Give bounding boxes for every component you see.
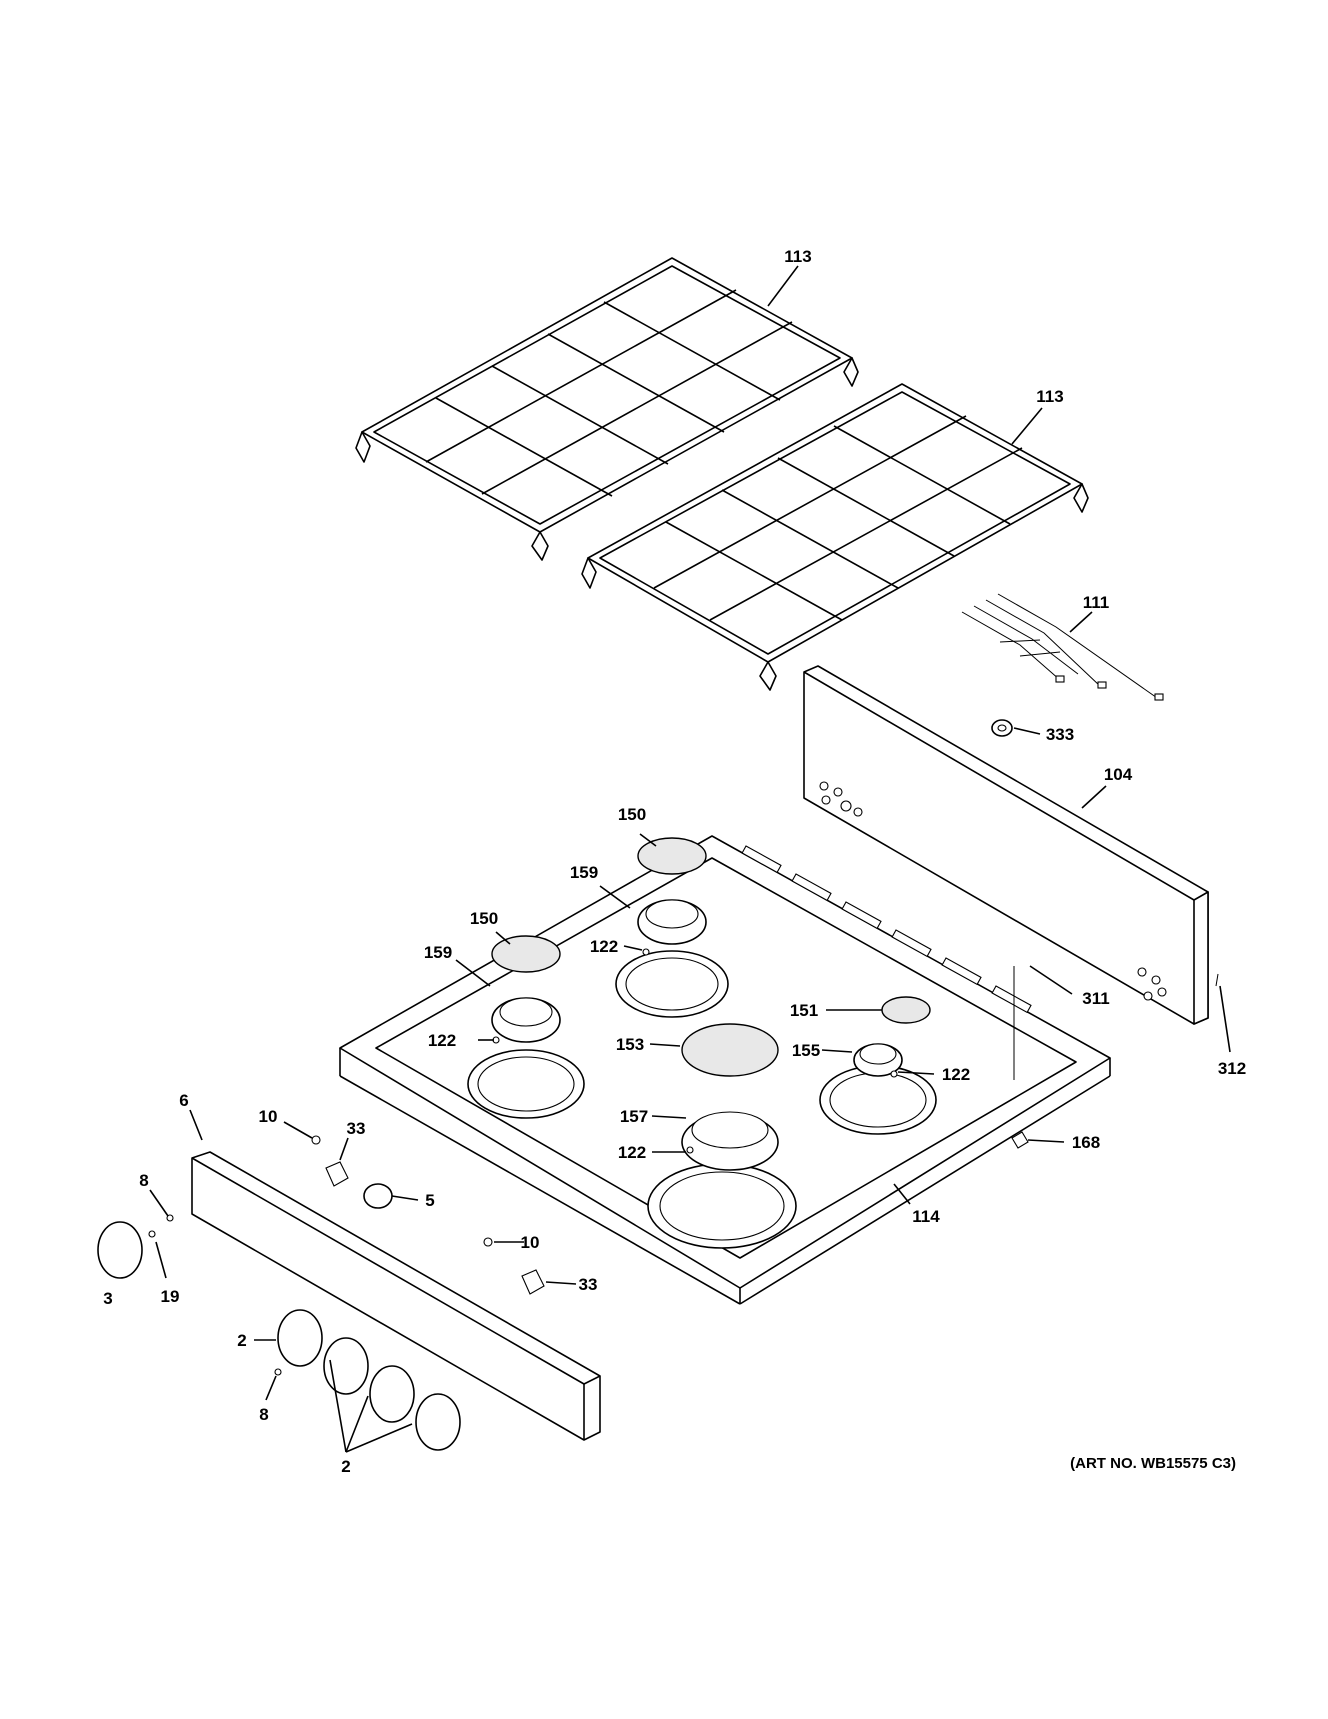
callout-8-upper: 8: [139, 1171, 148, 1190]
callout-2-bottom: 2: [341, 1457, 350, 1476]
grate-left: [355, 257, 859, 561]
callout-6: 6: [179, 1091, 188, 1110]
control-panel: [191, 1151, 601, 1441]
callout-150-top: 150: [618, 805, 646, 824]
callout-5: 5: [425, 1191, 434, 1210]
callout-104: 104: [1104, 765, 1133, 784]
callout-122-right: 122: [942, 1065, 970, 1084]
callout-113-left: 113: [784, 247, 811, 266]
callout-33-lower: 33: [579, 1275, 598, 1294]
callout-10-upper: 10: [259, 1107, 278, 1126]
leader-lines: [149, 265, 1231, 1453]
callout-3: 3: [103, 1289, 112, 1308]
callout-153: 153: [616, 1035, 644, 1054]
callout-113-right: 113: [1036, 387, 1063, 406]
backsplash: [803, 665, 1209, 1025]
burner-caps: [491, 837, 931, 1077]
callout-333: 333: [1046, 725, 1074, 744]
callout-111: 111: [1083, 593, 1110, 612]
callout-8-lower: 8: [259, 1405, 268, 1424]
callout-159-top: 159: [570, 863, 598, 882]
small-hardware: [148, 948, 1219, 1376]
callout-311: 311: [1082, 989, 1109, 1008]
grommet: [991, 719, 1013, 737]
callout-159-left: 159: [424, 943, 452, 962]
burner-bases: [467, 950, 937, 1249]
callout-155: 155: [792, 1041, 820, 1060]
callout-114: 114: [912, 1207, 940, 1226]
art-number: (ART NO. WB15575 C3): [1070, 1455, 1236, 1472]
callout-2-left: 2: [237, 1331, 246, 1350]
burner-heads: [491, 899, 903, 1171]
callout-122-bottom: 122: [618, 1143, 646, 1162]
callout-33-upper: 33: [347, 1119, 366, 1138]
callout-312: 312: [1218, 1059, 1246, 1078]
callout-151: 151: [790, 1001, 818, 1020]
callout-157: 157: [620, 1107, 648, 1126]
callout-122-left: 122: [428, 1031, 456, 1050]
grate-right: [581, 383, 1089, 691]
callout-labels: 113 113 111 333 104 150 159 150 159 122 …: [103, 247, 1246, 1476]
callout-168: 168: [1072, 1133, 1100, 1152]
callout-150-left: 150: [470, 909, 498, 928]
callout-19: 19: [161, 1287, 180, 1306]
wire-harness: [961, 593, 1164, 701]
callout-122-top: 122: [590, 937, 618, 956]
control-knobs: [97, 1183, 461, 1451]
callout-10-lower: 10: [521, 1233, 540, 1252]
